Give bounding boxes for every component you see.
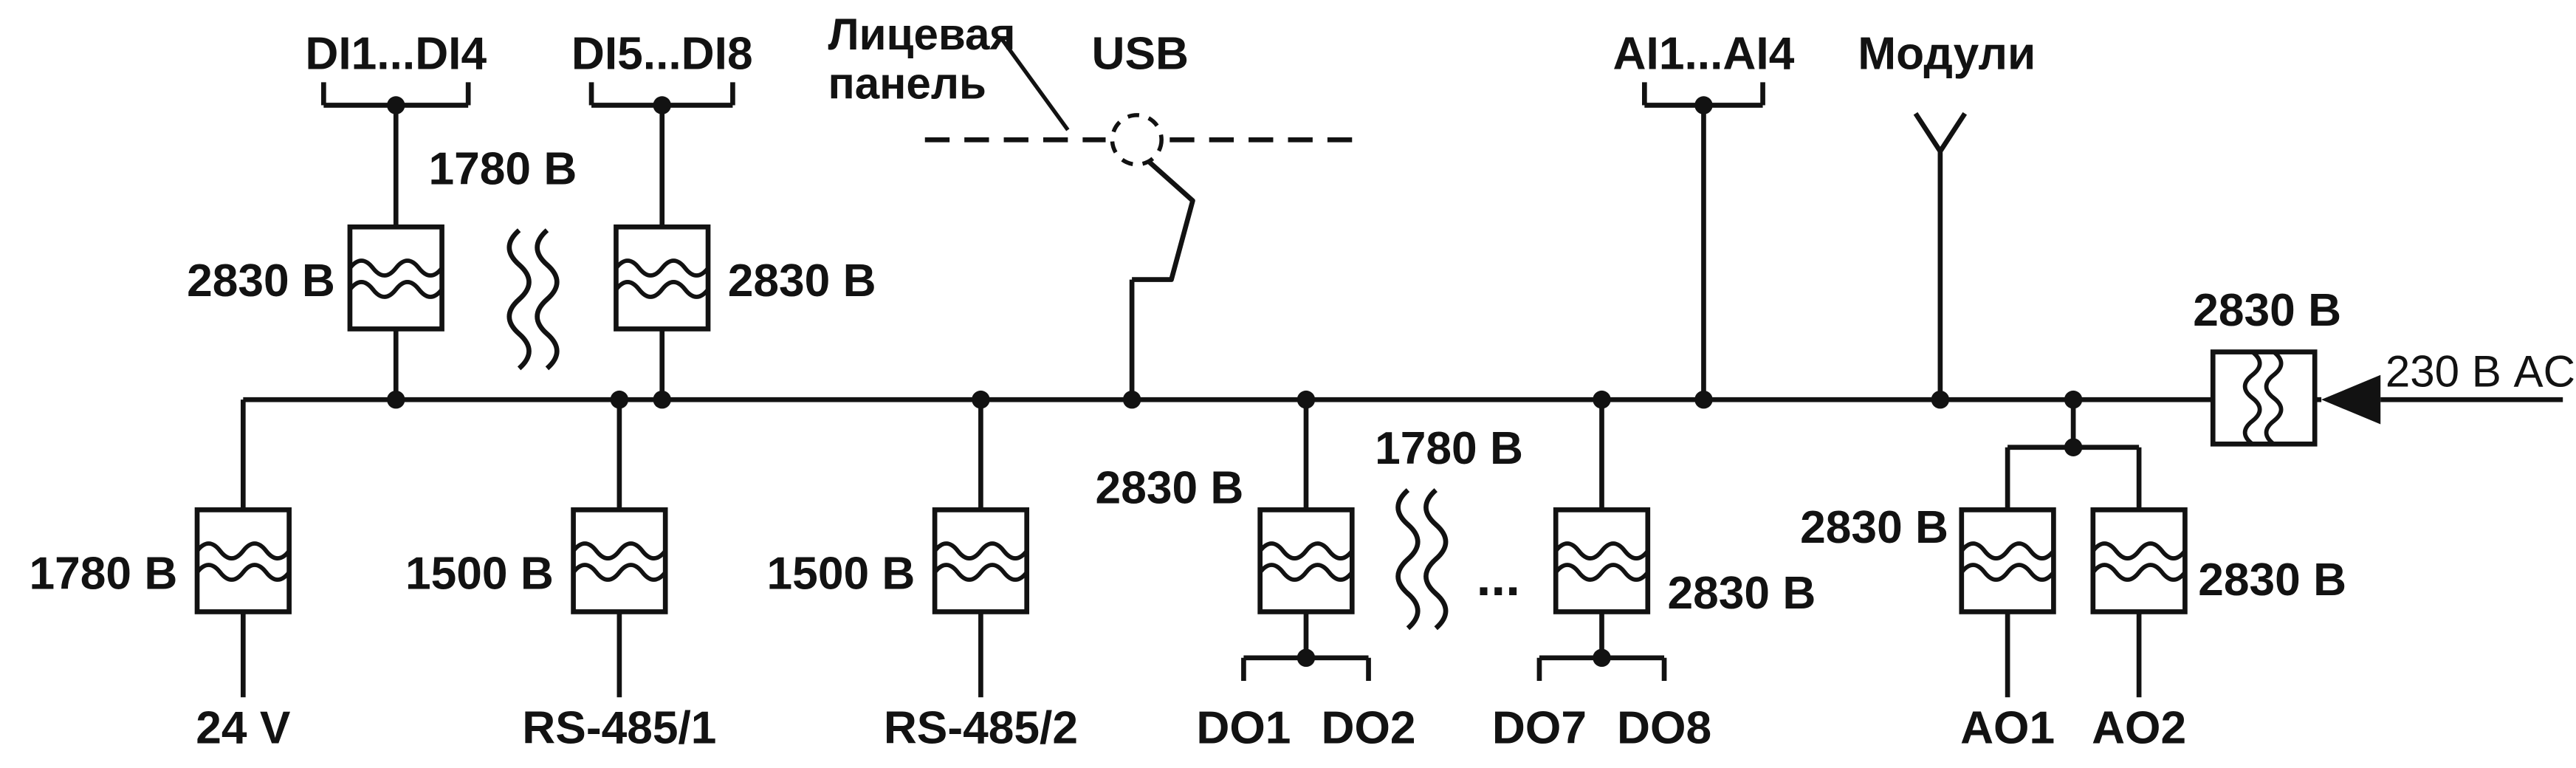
isolation-value-24v: 1780 В [29, 548, 177, 599]
label-do8: DO8 [1617, 703, 1711, 754]
label-di5-di8: DI5...DI8 [571, 29, 753, 80]
isolation-value-ao2: 2830 В [2198, 555, 2346, 606]
ao-lead-lines [2005, 611, 2142, 698]
isolation-value-do7-do8: 2830 В [1668, 568, 1816, 619]
ao-split-lines [2005, 400, 2142, 510]
usb-connector-icon [1110, 113, 1164, 167]
isolation-barrier-di5-di8 [616, 227, 708, 329]
ripple-di-icon [509, 230, 557, 368]
label-usb: USB [1091, 29, 1189, 80]
isolation-barrier-ao1 [1962, 510, 2054, 611]
modules-fork-icon [1913, 112, 1968, 400]
label-front-panel-line1: Лицевая [828, 10, 1015, 59]
label-230v-ac: 230 В AC [2386, 346, 2575, 396]
isolation-value-rs485-2: 1500 В [767, 548, 916, 599]
isolation-value-ao1: 2830 В [1800, 502, 1948, 553]
isolation-barrier-power [2213, 352, 2315, 445]
isolation-value-do-gap: 1780 В [1375, 423, 1523, 474]
isolation-barrier-rs485-1 [574, 510, 666, 611]
label-do2: DO2 [1321, 703, 1415, 754]
isolation-barrier-di1-di4 [350, 227, 442, 329]
usb-wire [1129, 159, 1195, 400]
bracket-ai1-ai4 [1642, 82, 1765, 400]
label-do1: DO1 [1196, 703, 1291, 754]
isolation-barrier-rs485-2 [935, 510, 1027, 611]
isolation-value-di5-di8: 2830 В [728, 256, 876, 306]
isolation-barrier-ao2 [2093, 510, 2185, 611]
isolation-value-di-gap: 1780 В [428, 143, 577, 194]
isolation-value-do1-do2: 2830 В [1096, 462, 1244, 513]
bus-junction-dots [387, 390, 2083, 409]
label-ai1-ai4: AI1...AI4 [1613, 29, 1795, 80]
bracket-di1-di4 [321, 82, 471, 227]
label-rs485-2: RS-485/2 [884, 703, 1078, 754]
isolation-barrier-24v [197, 510, 289, 611]
ripple-do-icon [1398, 490, 1446, 628]
bracket-do7-do8 [1536, 611, 1667, 681]
label-front-panel-line2: панель [828, 59, 986, 109]
bracket-di5-di8 [588, 82, 735, 227]
isolation-value-rs485-1: 1500 В [405, 548, 554, 599]
ellipsis-do: ... [1477, 549, 1520, 607]
isolation-value-di1-di4: 2830 В [187, 256, 335, 306]
label-ao2: AO2 [2092, 703, 2186, 754]
isolation-barrier-do7-do8 [1556, 510, 1648, 611]
isolation-value-power: 2830 В [2193, 285, 2341, 336]
label-di1-di4: DI1...DI4 [305, 29, 487, 80]
bracket-do1-do2 [1241, 611, 1371, 681]
front-panel-callout-line [1000, 38, 1070, 131]
label-24v: 24 V [196, 703, 291, 754]
label-ao1: AO1 [1960, 703, 2055, 754]
label-do7: DO7 [1492, 703, 1587, 754]
isolation-barrier-do1-do2 [1260, 510, 1353, 611]
label-rs485-1: RS-485/1 [522, 703, 716, 754]
label-modules: Модули [1858, 29, 2036, 80]
power-arrow-icon [2321, 374, 2563, 425]
